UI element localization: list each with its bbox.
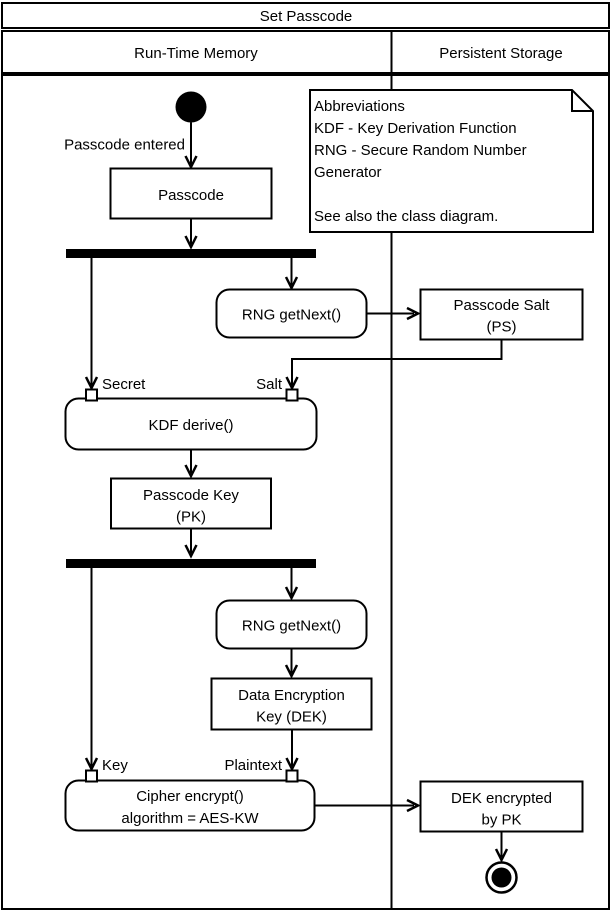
note: Abbreviations KDF - Key Derivation Funct… [309, 89, 594, 233]
input-pin-secret [85, 388, 98, 402]
note-line-1: Abbreviations [314, 98, 405, 115]
fork-bar-1 [66, 249, 316, 258]
lane-header-runtime-memory: Run-Time Memory [134, 45, 258, 62]
object-passcode-salt-line2: (PS) [487, 319, 517, 336]
fork-bar-2 [66, 559, 316, 568]
edge-passcode-salt-to-salt-pin [285, 339, 503, 391]
arrowhead-icon [284, 586, 299, 601]
edge-fork1-to-rng1 [284, 258, 299, 291]
object-passcode-label: Passcode [158, 187, 224, 204]
note-fold-icon [571, 90, 593, 112]
edge-rng1-to-passcode-salt [366, 306, 421, 321]
input-pin-salt [285, 388, 299, 402]
edge-fork2-to-rng2 [284, 568, 299, 601]
page-title: Set Passcode [260, 8, 353, 25]
note-line-3: RNG - Secure Random Number [314, 142, 527, 159]
object-passcode [109, 167, 273, 220]
arrowhead-icon [494, 848, 509, 863]
arrowhead-icon [284, 664, 299, 679]
edge-dek-encrypted-to-final [494, 831, 509, 863]
note-line-2: KDF - Key Derivation Function [314, 120, 517, 137]
note-line-6: See also the class diagram. [314, 208, 498, 225]
edge-dek-to-plaintext-pin [285, 729, 299, 772]
activity-rng-getnext-1-label: RNG getNext() [242, 307, 341, 324]
arrowhead-icon [84, 757, 99, 772]
pin-label-plaintext: Plaintext [224, 757, 282, 774]
pin-label-secret: Secret [102, 376, 146, 393]
object-passcode-key [110, 477, 272, 530]
edge-cipher-to-dek-encrypted [314, 798, 421, 813]
arrowhead-icon [285, 376, 299, 391]
object-passcode-key-line2: (PK) [176, 509, 206, 526]
edge-passcode-to-fork1 [184, 219, 198, 250]
arrowhead-icon [184, 235, 198, 250]
final-node-icon [485, 861, 518, 894]
object-dek-line2: Key (DEK) [256, 709, 327, 726]
note-body [309, 89, 594, 233]
lane-header-band [1, 30, 610, 74]
object-dek-encrypted-line1: DEK encrypted [451, 790, 552, 807]
edge-kdf-to-passcode-key [184, 449, 198, 479]
edge-fork2-to-key-pin [84, 568, 99, 772]
arrowhead-icon [84, 376, 99, 391]
object-dek [210, 677, 373, 731]
arrowhead-icon [184, 155, 198, 170]
edge-fork1-to-secret-pin [84, 258, 99, 391]
arrowhead-icon [285, 757, 299, 772]
activity-kdf-derive-label: KDF derive() [148, 417, 233, 434]
input-pin-plaintext [285, 769, 299, 783]
edge-rng2-to-dek [284, 648, 299, 679]
arrowhead-icon [184, 464, 198, 479]
activity-cipher-encrypt-line1: Cipher encrypt() [136, 788, 244, 805]
object-dek-encrypted-line2: by PK [481, 812, 521, 829]
pin-label-key: Key [102, 757, 128, 774]
object-passcode-salt-line1: Passcode Salt [454, 297, 551, 314]
edge-passcode-key-to-fork2 [184, 528, 198, 559]
arrowhead-icon [184, 544, 198, 559]
activity-rng-getnext-2-label: RNG getNext() [242, 618, 341, 635]
object-dek-line1: Data Encryption [238, 687, 345, 704]
note-line-4: Generator [314, 164, 382, 181]
arrowhead-icon [406, 306, 421, 321]
lane-header-persistent-storage: Persistent Storage [439, 45, 562, 62]
transition-label-passcode-entered: Passcode entered [64, 137, 185, 154]
arrowhead-icon [406, 798, 421, 813]
title-band [1, 2, 610, 29]
edge-start-to-passcode [184, 122, 198, 170]
input-pin-key [85, 769, 98, 783]
pin-label-salt: Salt [256, 376, 283, 393]
initial-node-icon [175, 91, 207, 123]
activity-cipher-encrypt-line2: algorithm = AES-KW [121, 810, 259, 827]
object-passcode-key-line1: Passcode Key [143, 487, 239, 504]
arrowhead-icon [284, 276, 299, 291]
